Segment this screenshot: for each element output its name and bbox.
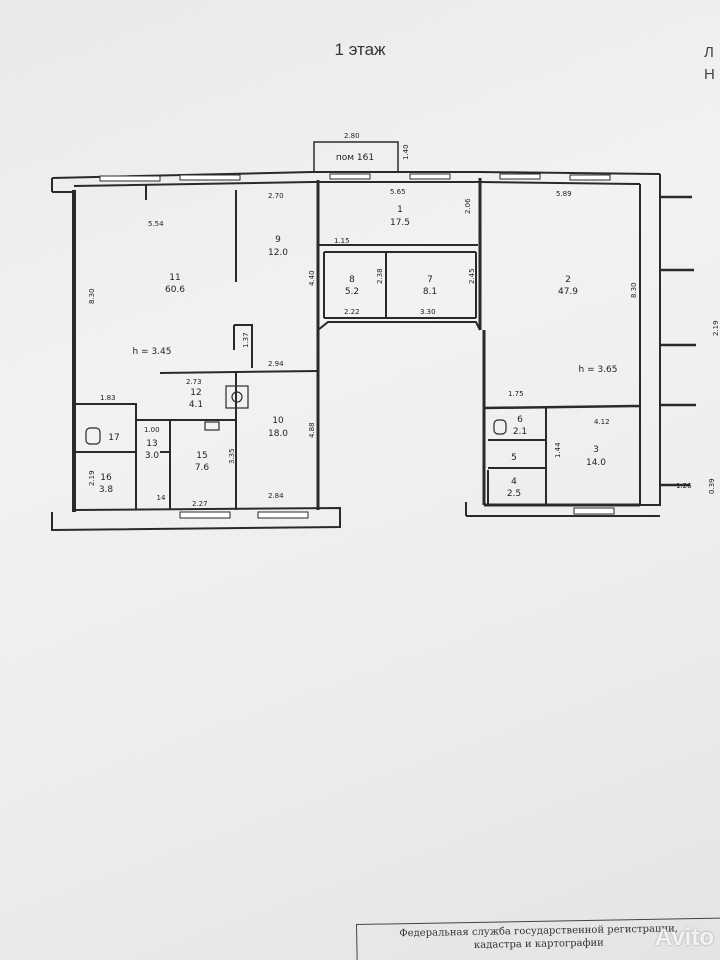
room-2-num: 2	[565, 275, 571, 285]
dim-126: 1.26	[676, 482, 692, 490]
height-left: h = 3.45	[132, 347, 171, 357]
dim-554: 5.54	[148, 220, 164, 228]
corner-letter-1: Л	[704, 44, 714, 61]
room-17-num: 17	[108, 433, 119, 443]
room-1-area: 17.5	[390, 218, 410, 228]
room-4-num: 4	[511, 477, 517, 487]
dim-589: 5.89	[556, 190, 572, 198]
room-16-num: 16	[100, 473, 112, 483]
dim-412: 4.12	[594, 418, 610, 426]
pom-161-label: пом 161	[336, 153, 374, 163]
dim-488: 4.88	[308, 422, 316, 438]
walls	[51, 141, 661, 532]
dim-206: 2.06	[464, 198, 472, 214]
dim-294: 2.94	[268, 360, 284, 368]
fixtures	[85, 385, 507, 445]
room-7-num: 7	[427, 275, 433, 285]
room-8-num: 8	[349, 275, 355, 285]
room-9-num: 9	[275, 235, 281, 245]
room-15-num: 15	[196, 451, 207, 461]
dim-335: 3.35	[228, 448, 236, 464]
dim-284: 2.84	[268, 492, 284, 500]
room-3-area: 14.0	[586, 458, 606, 468]
dim-270: 2.70	[268, 192, 284, 200]
sink-icon-small	[204, 421, 220, 431]
height-right: h = 3.65	[578, 365, 617, 375]
room-2-area: 47.9	[558, 287, 578, 297]
room-13-area: 3.0	[145, 451, 160, 461]
toilet-icon	[85, 427, 101, 445]
room-11-area: 60.6	[165, 285, 185, 295]
dimension-labels: 2.80 1.40 5.54 2.70 5.65 5.89 2.06 1.15 …	[88, 132, 720, 508]
dim-175: 1.75	[508, 390, 524, 398]
dim-238: 2.38	[376, 268, 384, 284]
room-5-num: 5	[511, 453, 517, 463]
dim-219-right: 2.19	[712, 320, 720, 336]
dim-039: 0.39	[708, 478, 716, 494]
dim-273: 2.73	[186, 378, 202, 386]
pom-161-box	[313, 141, 399, 173]
dim-830-right: 8.30	[630, 282, 638, 298]
sink-icon	[225, 385, 249, 409]
room-10-num: 10	[272, 416, 284, 426]
dim-227: 2.27	[192, 500, 208, 508]
room-1-num: 1	[397, 205, 403, 215]
dim-pom-height: 1.40	[402, 144, 410, 160]
dim-222: 2.22	[344, 308, 360, 316]
dim-100: 1.00	[144, 426, 160, 434]
dim-144: 1.44	[554, 442, 562, 458]
room-8-area: 5.2	[345, 287, 359, 297]
room-6-num: 6	[517, 415, 523, 425]
room-12-num: 12	[190, 388, 201, 398]
room-11-num: 11	[169, 273, 180, 283]
toilet-icon-right	[493, 419, 507, 435]
room-4-area: 2.5	[507, 489, 521, 499]
dim-137: 1.37	[242, 332, 250, 348]
interior-walls	[74, 184, 641, 510]
room-3-num: 3	[593, 445, 599, 455]
room-14-num: 14	[157, 494, 166, 502]
top-wall-inner	[73, 181, 641, 187]
dim-115: 1.15	[334, 237, 350, 245]
dim-565: 5.65	[390, 188, 406, 196]
room-9-area: 12.0	[268, 248, 288, 258]
room-13-num: 13	[146, 439, 157, 449]
dim-pom-width: 2.80	[344, 132, 360, 140]
room-10-area: 18.0	[268, 429, 288, 439]
dim-440: 4.40	[308, 270, 316, 286]
room-16-area: 3.8	[99, 485, 114, 495]
dim-830-left: 8.30	[88, 288, 96, 304]
room-12-area: 4.1	[189, 400, 203, 410]
room-labels: 11 60.6 9 12.0 12 4.1 10 18.0 15 7.6 17 …	[99, 153, 618, 502]
corner-fragment: Л Н	[704, 42, 720, 92]
floor-title: 1 этаж	[334, 40, 386, 59]
right-wall-ticks	[660, 195, 696, 487]
dim-219: 2.19	[88, 470, 96, 486]
room-7-area: 8.1	[423, 287, 437, 297]
room-15-area: 7.6	[195, 463, 210, 473]
room-6-area: 2.1	[513, 427, 527, 437]
dim-245: 2.45	[468, 268, 476, 284]
dim-183: 1.83	[100, 394, 116, 402]
windows	[99, 173, 615, 519]
corner-letter-2: Н	[704, 66, 715, 83]
dim-330: 3.30	[420, 308, 436, 316]
avito-watermark: Avito	[654, 924, 714, 951]
